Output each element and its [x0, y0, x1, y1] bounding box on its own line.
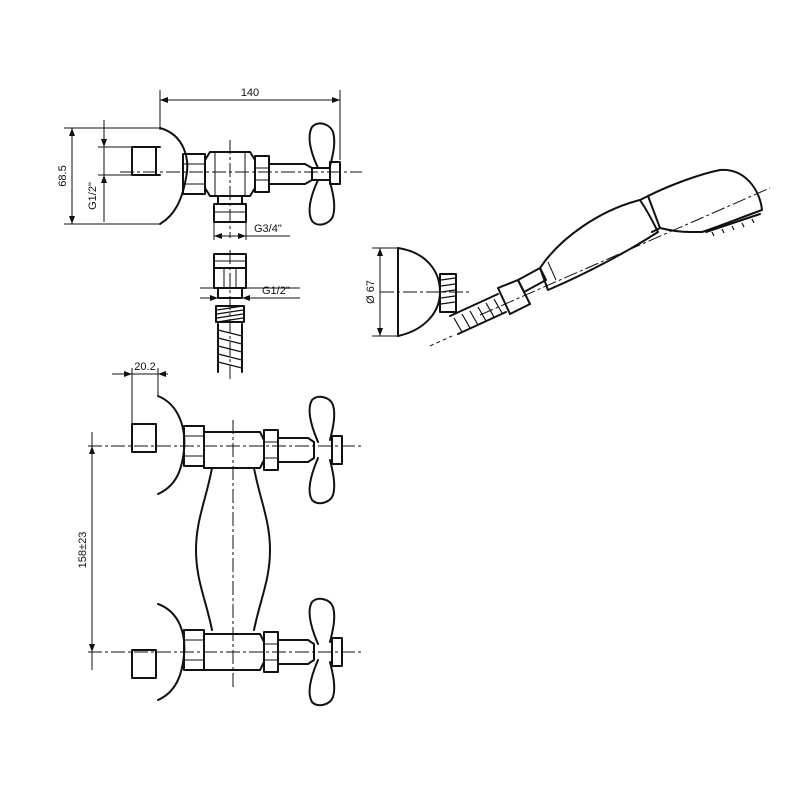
mixer-front-view: [88, 395, 362, 707]
dimension-thread-outlet: G3/4": [213, 222, 290, 240]
wall-holder: [380, 247, 470, 337]
dim-label-140: 140: [241, 87, 259, 99]
dimension-thread-hose: G1/2": [200, 285, 300, 301]
dimension-shower-head: Ø 67: [365, 247, 398, 337]
hand-shower: [429, 168, 771, 347]
dim-label-g34: G3/4": [254, 223, 282, 235]
dim-label-20-2: 20.2: [134, 361, 155, 373]
dimension-width-top: 140: [159, 87, 341, 160]
dimension-inlet-offset: 20.2: [112, 361, 168, 424]
dim-label-68-5: 68.5: [57, 165, 69, 186]
dimension-inlet-spacing: 158±23: [77, 432, 95, 670]
dim-label-d67: Ø 67: [365, 280, 377, 304]
dim-label-g12-hose: G1/2": [262, 285, 290, 297]
hose-connector: [213, 250, 247, 380]
dim-label-g12-inlet: G1/2": [87, 182, 99, 210]
mixer-top-view: [120, 122, 362, 238]
dimension-height-top: 68.5: [57, 127, 160, 225]
dim-label-158: 158±23: [77, 532, 89, 569]
dimension-thread-inlet-top: G1/2": [87, 120, 132, 222]
